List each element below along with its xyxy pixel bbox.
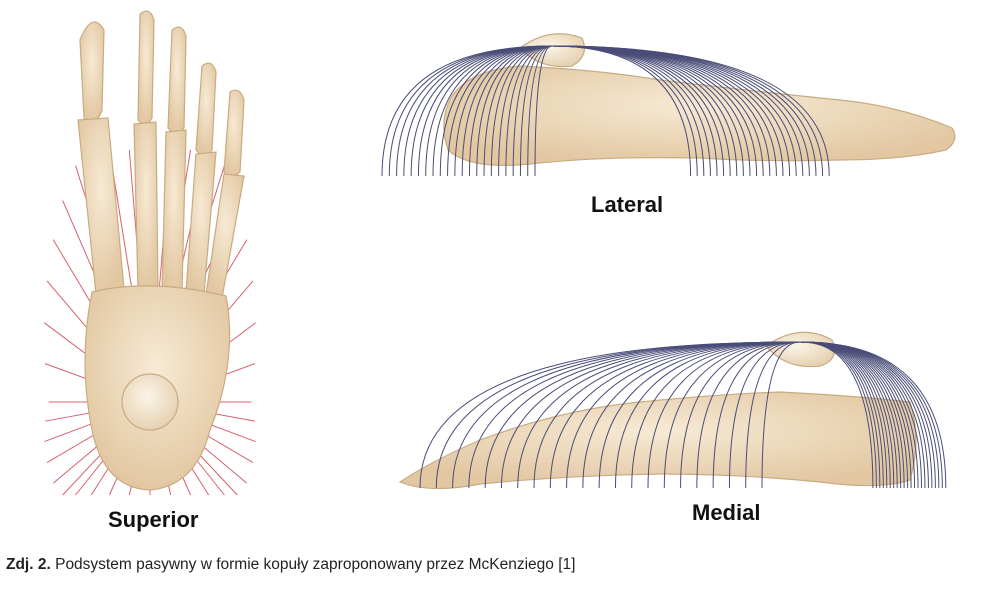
hallux-bone xyxy=(79,21,105,123)
figure-caption: Zdj. 2. Podsystem pasywny w formie kopuł… xyxy=(6,556,575,574)
fourth-toe-bone xyxy=(195,62,217,156)
superior-label: Superior xyxy=(108,507,199,532)
medial-arch-line xyxy=(761,341,874,489)
lateral-arch-line xyxy=(534,45,692,177)
lateral-label: Lateral xyxy=(591,192,664,217)
third-toe-bone xyxy=(167,26,187,134)
third-metatarsal xyxy=(161,129,187,293)
caption-text: Podsystem pasywny w formie kopuły zaprop… xyxy=(50,556,576,573)
lateral-foot-view xyxy=(381,33,956,177)
first-metatarsal xyxy=(77,117,125,295)
second-metatarsal xyxy=(133,121,159,293)
lateral-arch-lines xyxy=(381,45,830,177)
medial-arch-lines xyxy=(419,341,947,489)
medial-label: Medial xyxy=(692,500,761,525)
medial-dome-apex xyxy=(765,331,835,368)
superior-foot-view xyxy=(44,10,256,496)
caption-prefix: Zdj. 2. xyxy=(6,556,51,573)
fifth-toe-bone xyxy=(223,89,245,177)
second-toe-bone xyxy=(137,10,155,126)
lateral-dome-apex xyxy=(519,33,585,68)
superior-dome-apex xyxy=(121,373,179,431)
medial-foot-view xyxy=(398,331,947,490)
